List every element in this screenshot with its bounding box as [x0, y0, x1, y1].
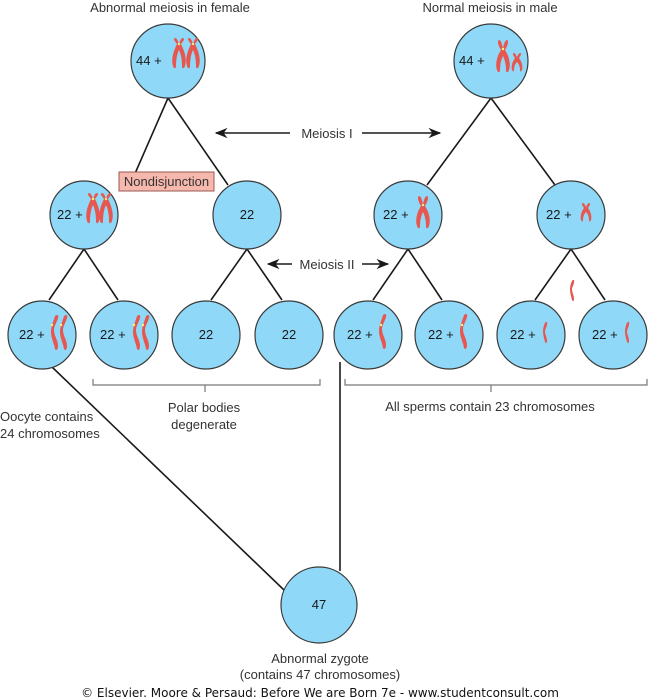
cell-label: 22: [282, 327, 296, 342]
oocyte-annotation-line2: 24 chromosomes: [0, 426, 100, 441]
cell-circle: [130, 23, 206, 99]
cell-female-m2-1: 22 +: [7, 300, 77, 370]
sperms-annotation: All sperms contain 23 chromosomes: [385, 399, 595, 414]
chromatid-fragment-icon: [570, 279, 575, 302]
cell-label: 22 +: [592, 327, 618, 342]
nondisjunction-label: Nondisjunction: [124, 174, 209, 189]
oocyte-annotation-line1: Oocyte contains: [0, 409, 94, 424]
connector-line: [129, 97, 169, 186]
cell-label: 22 +: [57, 207, 83, 222]
oocyte-to-zygote-line: [51, 366, 285, 591]
cell-female-m2-4: 22: [254, 300, 324, 370]
cell-circle: [496, 300, 566, 370]
chromosome-x-duplicated-icon: [416, 196, 430, 229]
connector-line: [490, 97, 556, 186]
connector-line: [407, 248, 443, 301]
cell-label: 22 +: [428, 327, 454, 342]
connector-line: [167, 97, 229, 186]
chromosome-x-single-icon: [379, 313, 387, 349]
cell-circle: [254, 300, 324, 370]
cell-male-m2-1: 22 +: [333, 300, 403, 370]
cells: 44 + 44 + 22 +: [7, 23, 648, 644]
chromosome-xx-single-icon: [50, 314, 68, 350]
cell-label: 22: [240, 207, 254, 222]
chromosome-xx-duplicated-icon: [86, 193, 113, 224]
nondisjunction-badge: Nondisjunction: [118, 171, 215, 192]
cell-circle: [536, 180, 606, 250]
chromosome-y-single-icon: [543, 321, 548, 344]
cell-circle: [578, 300, 648, 370]
meiosis-1-label: Meiosis I: [301, 126, 352, 141]
chromosome-y-duplicated-icon: [580, 203, 592, 222]
meiosis-1-indicator: Meiosis I: [214, 126, 442, 141]
connector-line: [83, 248, 119, 301]
cell-circle: [89, 300, 159, 370]
nondisjunction-box: [118, 171, 215, 192]
zygote-annotation-line2: (contains 47 chromosomes): [240, 667, 400, 682]
cell-circle: [212, 180, 282, 250]
cell-label: 22 +: [546, 207, 572, 222]
chromosome-xx-single-icon: [132, 314, 150, 350]
cell-female-m1-left: 22 +: [49, 180, 119, 250]
cell-circle: [171, 300, 241, 370]
bracket-line: [344, 379, 648, 386]
cell-circle: [453, 23, 529, 99]
cell-male-parent: 44 +: [453, 23, 529, 99]
cell-label: 22: [199, 327, 213, 342]
cell-label: 22 +: [19, 327, 45, 342]
cell-label: 22 +: [510, 327, 536, 342]
sperms-bracket: [344, 379, 648, 392]
bracket-line: [92, 379, 321, 386]
connector-line: [210, 248, 248, 301]
cell-circle: [280, 566, 358, 644]
cell-male-m2-3: 22 +: [496, 300, 566, 370]
cell-female-m2-3: 22: [171, 300, 241, 370]
connector-line: [570, 248, 606, 301]
cell-male-m1-left: 22 +: [373, 180, 443, 250]
meiosis-2-indicator: Meiosis II: [266, 257, 390, 272]
polar-bodies-line1: Polar bodies: [168, 400, 241, 415]
zygote-count: 47: [312, 597, 326, 612]
cell-female-m1-right: 22: [212, 180, 282, 250]
chromosome-xx-duplicated-icon: [172, 38, 200, 69]
copyright-footer: © Elsevier. Moore & Persaud: Before We a…: [81, 686, 559, 700]
connector-line: [48, 248, 85, 301]
cell-label: 44 +: [136, 53, 162, 68]
cell-female-parent: 44 +: [130, 23, 206, 99]
tree-lines: [48, 97, 606, 591]
chromosome-y-single-icon: [625, 321, 630, 344]
zygote-annotation-line1: Abnormal zygote: [271, 651, 369, 666]
cell-male-m2-4: 22 +: [578, 300, 648, 370]
cell-male-m1-right: 22 +: [536, 180, 606, 250]
chromosome-x-single-icon: [460, 313, 468, 349]
cell-circle: [49, 180, 119, 250]
cell-label: 22 +: [100, 327, 126, 342]
cell-label: 44 +: [459, 53, 485, 68]
chromosome-xy-duplicated-icon: [496, 40, 523, 73]
meiosis-2-label: Meiosis II: [300, 257, 355, 272]
connector-line: [372, 248, 409, 301]
cell-circle: [7, 300, 77, 370]
cell-label: 22 +: [347, 327, 373, 342]
polar-bodies-line2: degenerate: [171, 417, 237, 432]
cell-female-m2-2: 22 +: [89, 300, 159, 370]
cell-label: 22 +: [383, 207, 409, 222]
cell-zygote: 47: [280, 566, 358, 644]
female-title: Abnormal meiosis in female: [90, 0, 250, 15]
male-title: Normal meiosis in male: [422, 0, 557, 15]
polar-bodies-bracket: [92, 379, 321, 392]
connector-line: [426, 97, 492, 186]
connector-line: [534, 248, 572, 301]
cell-male-m2-2: 22 +: [414, 300, 484, 370]
connector-line: [246, 248, 283, 301]
